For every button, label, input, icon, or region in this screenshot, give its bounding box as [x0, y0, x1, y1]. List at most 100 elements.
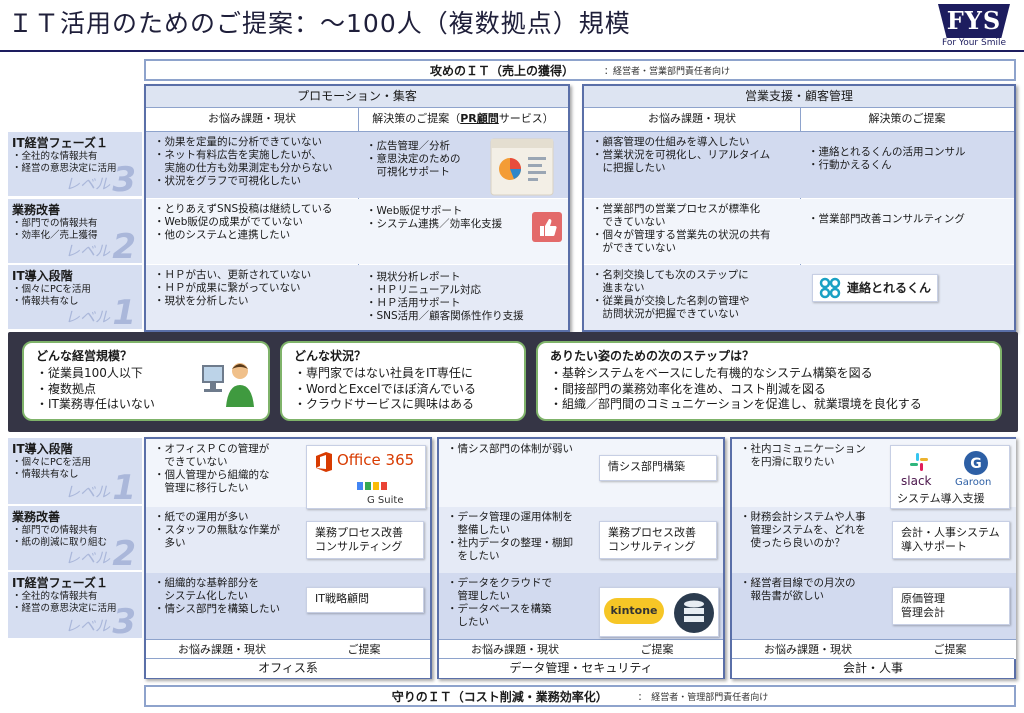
promotion-panel: プロモーション・集客 お悩み課題・現状 解決策のご提案（PR顧問サービス） ・効… — [144, 84, 570, 332]
renraku-logo-icon — [819, 277, 841, 299]
office-solution-cell: 業務プロセス改善コンサルティング — [298, 507, 430, 573]
text-line: ・システム連携／効率化支援 — [366, 218, 503, 230]
text-line: 整備したい — [447, 524, 510, 536]
sales-solution-cell: ・連絡とれるくんの活用コンサル・行動かえるくん — [800, 132, 1014, 198]
text-line: ・ＨＰが古い、更新されていない — [154, 269, 312, 281]
renraku-product-box: 連絡とれるくん — [812, 274, 938, 302]
account-issue-cell: ・社内コミュニケーション を円滑に取りたい — [732, 439, 884, 507]
promo-col-sol-post: サービス） — [498, 112, 554, 125]
text-line: IT戦略顧問 — [315, 592, 369, 605]
text-line: ・個々が管理する営業先の状況の共有 — [592, 229, 771, 241]
text-line: ができていない — [592, 242, 676, 254]
sales-issue-cell: ・顧客管理の仕組みを導入したい・営業状況を可視化し、リアルタイム に把握したい — [584, 132, 800, 198]
kintone-logo: kintone — [604, 598, 664, 624]
text-line: ・ＨＰ活用サポート — [366, 297, 461, 309]
level-desc: ・個々にPCを活用 — [12, 284, 91, 295]
top-banner-main: 攻めのＩＴ（売上の獲得） — [429, 63, 574, 78]
level-desc: ・全社的な情報共有 — [12, 151, 98, 162]
logo-brand: FYS — [938, 4, 1010, 38]
gsuite-icons — [357, 482, 387, 490]
sales-panel: 営業支援・顧客管理 お悩み課題・現状 解決策のご提案 ・顧客管理の仕組みを導入し… — [582, 84, 1016, 332]
middle-summary-band: どんな経営規模？ ・従業員100人以下 ・複数拠点 ・IT業務専任はいない どん… — [8, 332, 1018, 432]
text-line: 管理に移行したい — [154, 482, 249, 494]
promo-solution-cell: ・現状分析レポート・ＨＰリニューアル対応・ＨＰ活用サポート・SNS活用／顧客関係… — [358, 265, 568, 330]
dashboard-chart-icon — [490, 138, 554, 196]
text-line: をしたい — [447, 550, 500, 562]
garoon-icon: G — [964, 451, 988, 475]
office-solution-box: 業務プロセス改善コンサルティング — [306, 521, 424, 559]
promo-issue-cell: ・ＨＰが古い、更新されていない・ＨＰが成果に繋がっていない・現状を分析したい — [146, 265, 358, 330]
account-issue-cell: ・財務会計システムや人事 管理システムを、どれを 使ったら良いのか？ — [732, 507, 884, 573]
text-line: ・状況をグラフで可視化したい — [154, 175, 301, 187]
office365-icon — [316, 452, 332, 472]
account-solution-box: 会計・人事システム導入サポート — [892, 521, 1010, 559]
title-rule — [0, 50, 1024, 52]
bottom-banner-sub: ： 経営者・管理部門責任者向け — [637, 692, 769, 703]
text-line: 多い — [154, 537, 186, 549]
data-col-issue: お悩み課題・現状 — [439, 639, 591, 659]
office-issue-cell: ・組織的な基幹部分を システム化したい・情シス部門を構築したい — [146, 573, 298, 639]
text-line: できていない — [154, 456, 228, 468]
promo-col-sol-pre: 解決策のご提案（ — [372, 112, 461, 125]
level-desc: ・経営の意思決定に活用 — [12, 163, 117, 174]
text-line: ・ＨＰが成果に繋がっていない — [154, 282, 301, 294]
level-head: IT導入段階 — [12, 269, 73, 283]
bubble-scale-item: ・従業員100人以下 — [36, 366, 143, 380]
office-col-issue: お悩み課題・現状 — [146, 639, 298, 659]
promotion-title: プロモーション・集客 — [146, 86, 568, 108]
office-category: オフィス系 — [146, 658, 430, 678]
level-desc: ・全社的な情報共有 — [12, 591, 98, 602]
level-desc: ・部門での情報共有 — [12, 525, 98, 536]
account-col-solution: ご提案 — [884, 639, 1016, 659]
level-number: 3 — [112, 602, 136, 642]
text-line: ・紙での運用が多い — [154, 511, 249, 523]
text-line: ・行動かえるくん — [808, 159, 892, 171]
text-line: 訪問状況が把握できていない — [592, 308, 739, 320]
text-line: ・データベースを構築 — [447, 603, 552, 615]
text-line: 情シス部門構築 — [608, 460, 685, 473]
system-support-label: システム導入支援 — [897, 492, 985, 505]
data-issue-cell: ・データをクラウドで 管理したい・データベースを構築 したい — [439, 573, 591, 639]
level-desc: ・情報共有なし — [12, 296, 79, 307]
kintone-box: kintone — [599, 587, 719, 637]
text-line: 管理会計 — [901, 606, 945, 619]
promo-issue-cell: ・効果を定量的に分析できていない・ネット有料広告を実施したいが、 実施の仕方も効… — [146, 132, 358, 198]
text-line: 進まない — [592, 282, 645, 294]
text-line: ・SNS活用／顧客関係性作り支援 — [366, 310, 524, 322]
text-line: ・他のシステムと連携したい — [154, 229, 291, 241]
level-word: レベル — [64, 617, 110, 635]
text-line: ・情シス部門を構築したい — [154, 603, 280, 615]
text-line: ・ネット有料広告を実施したいが、 — [154, 149, 322, 161]
svg-text:G: G — [970, 456, 982, 472]
sales-issue-cell: ・営業部門の営業プロセスが標準化 できていない・個々が管理する営業先の状況の共有… — [584, 199, 800, 264]
level-head: IT経営フェーズ１ — [12, 136, 109, 150]
bubble-scale-item: ・IT業務専任はいない — [36, 397, 155, 411]
text-line: ・スタッフの無駄な作業が — [154, 524, 280, 536]
data-solution-cell: 業務プロセス改善コンサルティング — [591, 507, 723, 573]
text-line: コンサルティング — [608, 540, 696, 553]
text-line: 導入サポート — [901, 540, 967, 553]
bubble-situation-item: ・専門家ではない社員をIT専任に — [294, 366, 473, 380]
gsuite-label: G Suite — [367, 495, 404, 506]
bubble-next-item: ・間接部門の業務効率化を進め、コスト削減を図る — [550, 381, 827, 396]
fys-logo: FYS For Your Smile — [938, 4, 1018, 52]
bubble-next-step: ありたい姿のための次のステップは？ ・基幹システムをベースにした有機的なシステム… — [536, 341, 1002, 421]
data-col-solution: ご提案 — [591, 639, 723, 659]
text-line: ・オフィスＰＣの管理が — [154, 443, 270, 455]
data-issue-cell: ・データ管理の運用体制を 整備したい・社内データの整理・棚卸 をしたい — [439, 507, 591, 573]
top-banner-sub: ：経営者・営業部門責任者向け — [604, 66, 731, 77]
renraku-product-name: 連絡とれるくん — [847, 281, 932, 295]
level-number: 2 — [112, 534, 136, 574]
level-number: 3 — [112, 160, 136, 200]
level-head: 業務改善 — [12, 203, 61, 217]
level-word: レベル — [64, 483, 110, 501]
text-line: ・社内データの整理・棚卸 — [447, 537, 573, 549]
text-line: ・現状分析レポート — [366, 271, 461, 283]
logo-tagline: For Your Smile — [941, 38, 1006, 48]
thumbs-up-icon — [532, 212, 562, 242]
text-line: ・Web販促サポート — [366, 205, 463, 217]
text-line: ・ＨＰリニューアル対応 — [366, 284, 481, 296]
office-issue-cell: ・オフィスＰＣの管理が できていない・個人管理から組織的な 管理に移行したい — [146, 439, 298, 507]
